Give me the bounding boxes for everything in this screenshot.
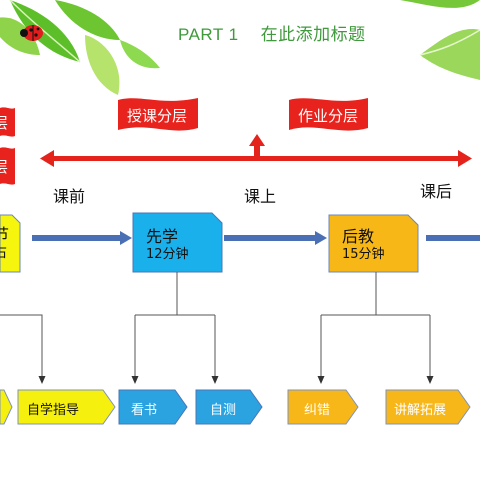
learn-first-node xyxy=(132,212,223,273)
stage-in-class: 课上 xyxy=(244,187,277,206)
title-text: 在此添加标题 xyxy=(260,25,366,44)
read-book-box xyxy=(118,389,188,425)
learn-first-label: 先学 xyxy=(146,227,179,246)
left-partial-line2: 右 xyxy=(0,244,9,262)
self-study-guide-box xyxy=(17,389,116,425)
stage-before-class: 课前 xyxy=(53,187,86,206)
correct-errors-box xyxy=(287,389,359,425)
teach-after-node xyxy=(328,214,419,273)
teach-after-duration: 15分钟 xyxy=(342,247,385,262)
leaf-icon xyxy=(400,0,480,80)
leaf-icon xyxy=(9,0,81,63)
learn-first-duration: 12分钟 xyxy=(146,247,189,262)
self-study-guide-label: 自学指导 xyxy=(27,403,80,418)
tree-lines xyxy=(0,272,431,378)
teaching-layer-label: 授课分层 xyxy=(127,107,188,125)
left-partial-node-text: 节 右 xyxy=(0,226,9,262)
explain-expand-box xyxy=(385,389,471,425)
connector-arrow xyxy=(426,235,480,241)
leaf-icon xyxy=(0,0,160,95)
stage-after-class: 课后 xyxy=(420,182,453,201)
self-test-box xyxy=(195,389,263,425)
correct-errors-label: 纠错 xyxy=(304,403,331,418)
homework-layer-label: 作业分层 xyxy=(298,107,359,125)
self-test-label: 自测 xyxy=(210,403,237,418)
left-flag-bottom-label: 层 xyxy=(0,158,9,176)
page-title: PART 1 在此添加标题 xyxy=(178,20,366,45)
teach-after-label: 后教 xyxy=(342,227,375,246)
timeline-arrow xyxy=(40,134,472,167)
homework-layer-flag xyxy=(289,98,368,131)
left-flag-bottom xyxy=(0,147,15,185)
read-book-label: 看书 xyxy=(131,403,158,418)
left-partial-node xyxy=(0,214,21,273)
tree-arrowheads xyxy=(38,376,434,384)
connector-arrow xyxy=(224,231,327,245)
teaching-layer-flag xyxy=(118,98,198,131)
left-partial-leaf xyxy=(0,389,13,425)
teach-after-node-text: 后教 15分钟 xyxy=(342,228,385,264)
explain-expand-label: 讲解拓展 xyxy=(394,403,447,418)
left-partial-line1: 节 xyxy=(0,225,10,244)
left-flag-top-label: 层 xyxy=(0,114,9,132)
part-label: PART 1 xyxy=(178,25,239,44)
learn-first-node-text: 先学 12分钟 xyxy=(146,228,189,264)
left-flag-top xyxy=(0,107,15,137)
ladybug-icon xyxy=(20,25,43,41)
connector-arrow xyxy=(32,231,132,245)
